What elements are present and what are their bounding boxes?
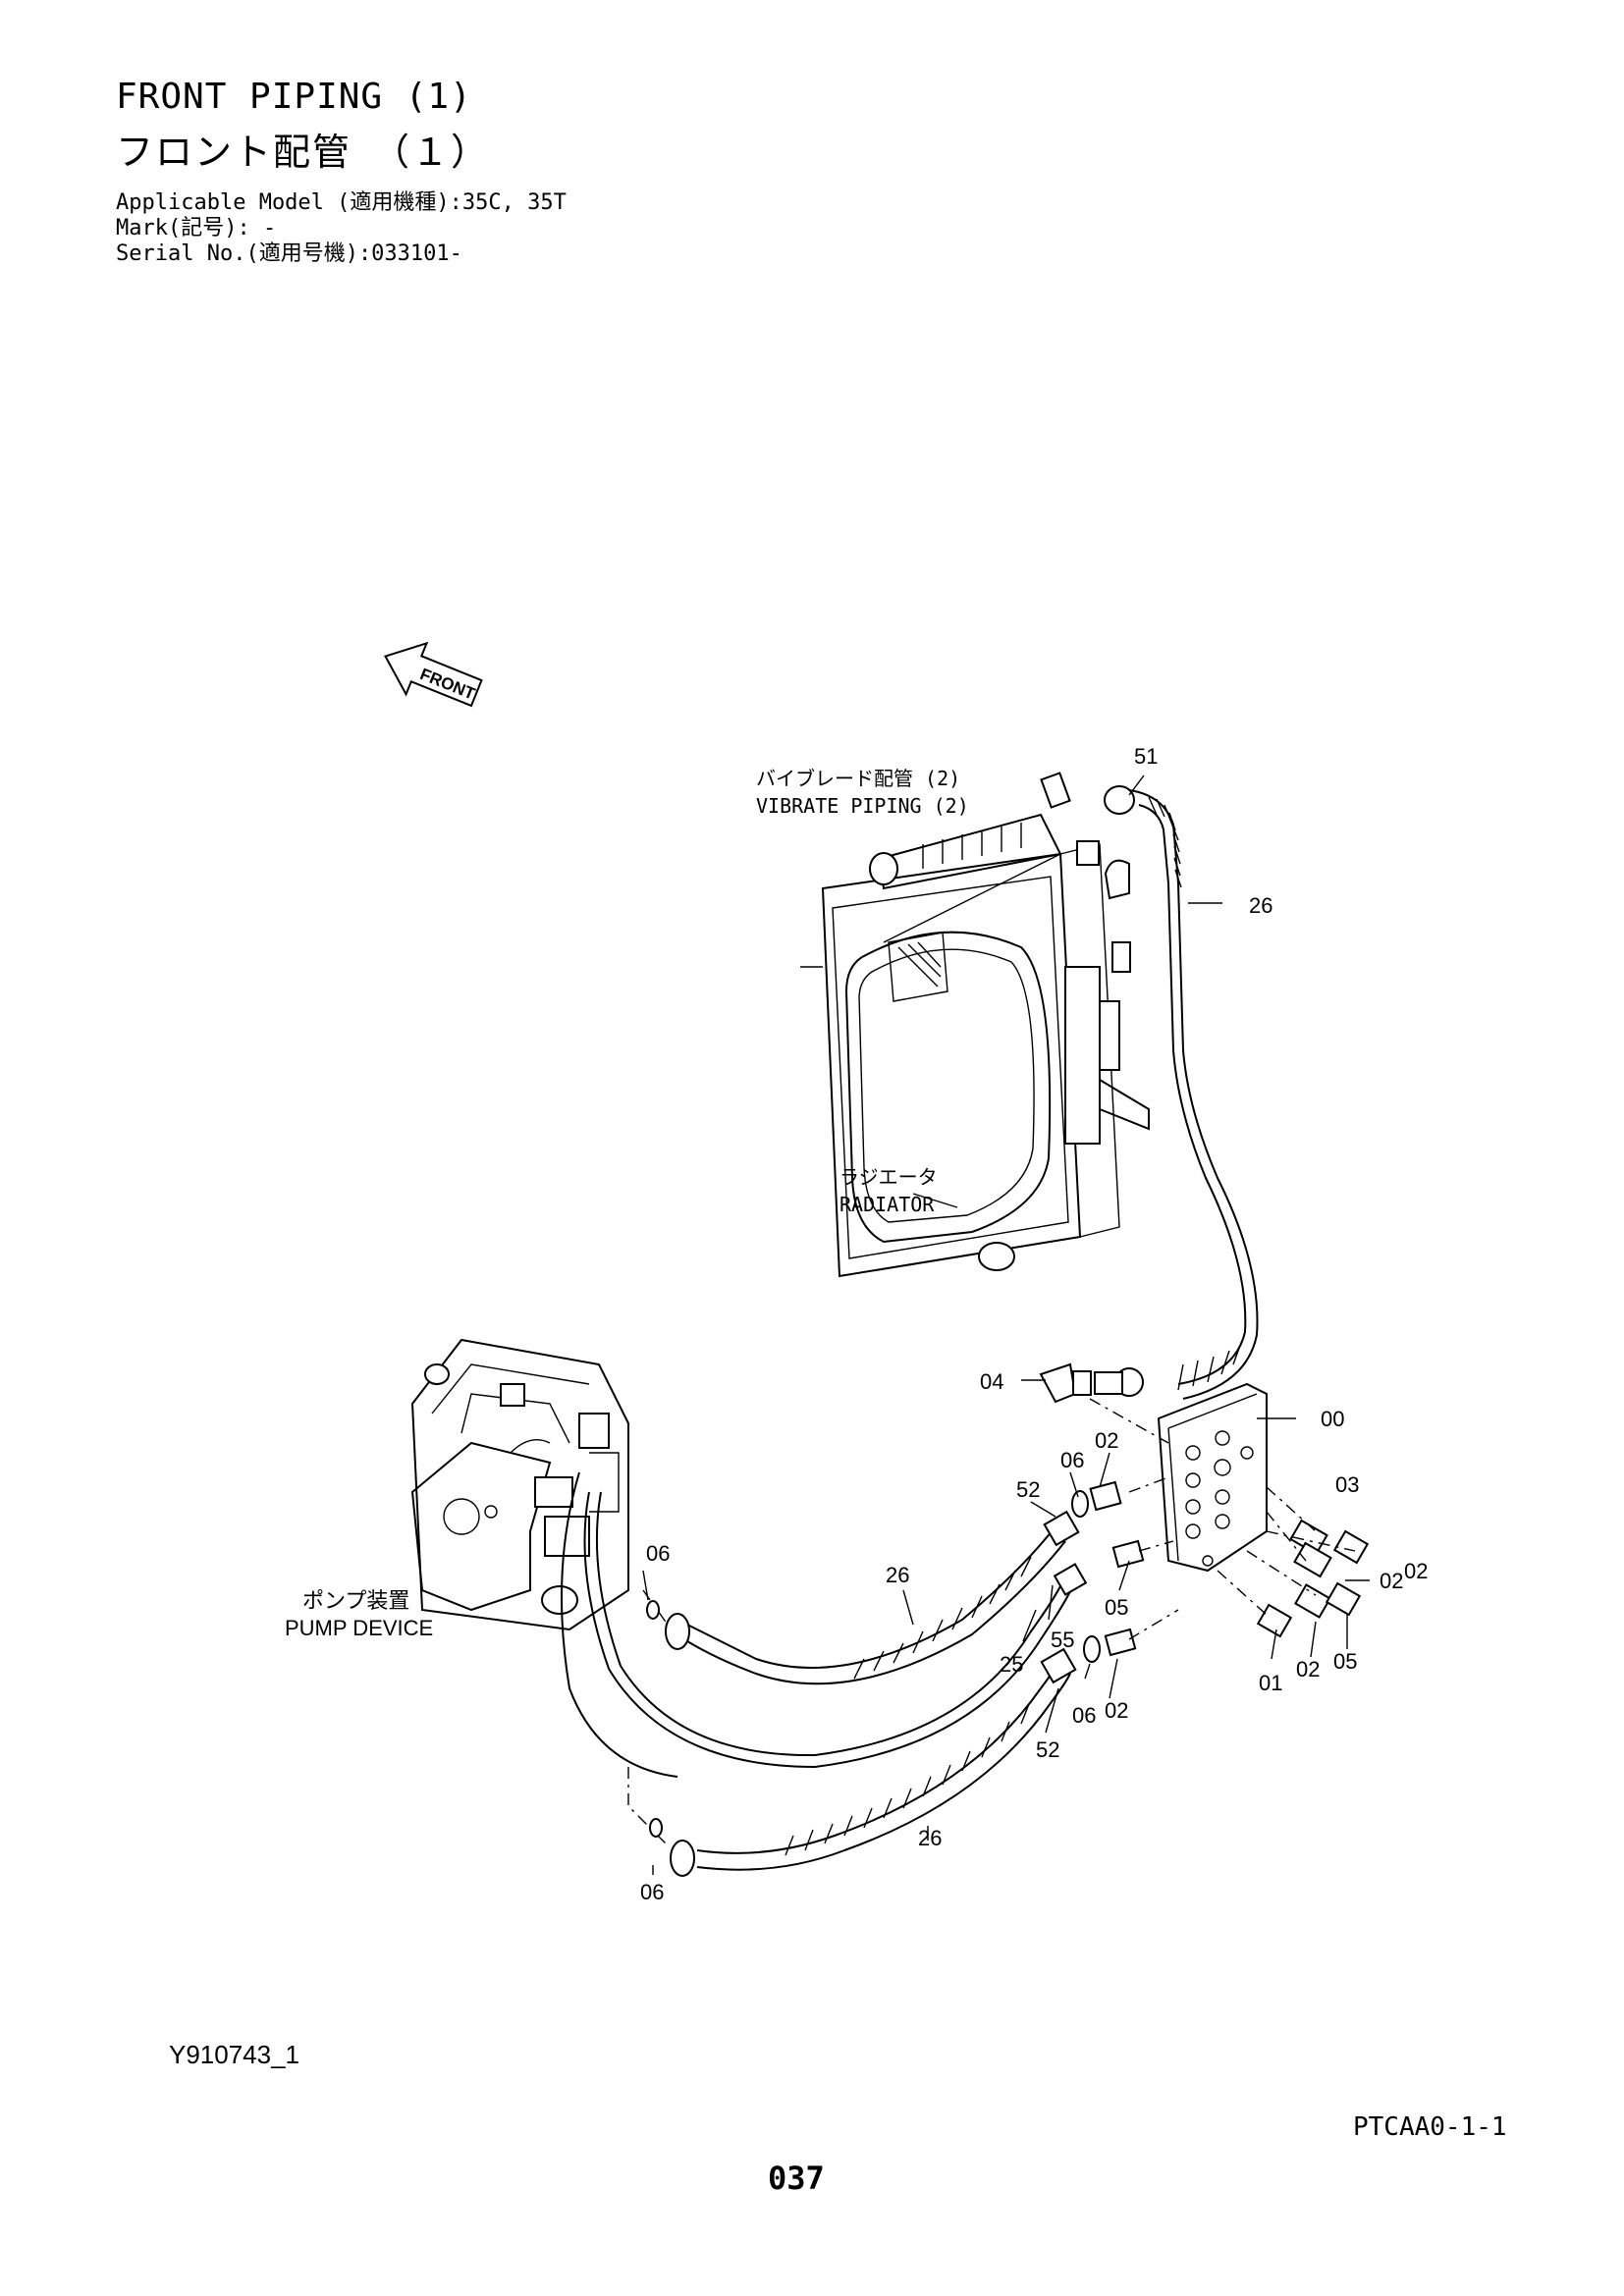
pump-device-label-jp: ポンプ装置 — [302, 1588, 409, 1613]
callout-52: 52 — [1016, 1477, 1040, 1502]
drawing-id: Y910743_1 — [169, 2040, 300, 2069]
callout-02: 02 — [1380, 1569, 1403, 1593]
callout-01: 01 — [1259, 1671, 1282, 1695]
vibrate-piping-label-jp: バイブレード配管 (2) — [756, 767, 960, 790]
radiator-label-jp: ラジエータ — [839, 1165, 938, 1189]
callout-03: 03 — [1335, 1472, 1359, 1497]
callout-04: 04 — [980, 1369, 1003, 1394]
callout-06: 06 — [1060, 1448, 1084, 1472]
hoses-to-pump — [561, 1471, 1088, 1877]
callout-02: 02 — [1404, 1559, 1428, 1583]
radiator-top-fittings — [1040, 772, 1131, 973]
mark: Mark(記号): - — [116, 216, 277, 240]
front-arrow-icon: FRONT — [384, 641, 483, 708]
callout-05: 05 — [1105, 1595, 1128, 1620]
callout-06: 06 — [640, 1880, 664, 1904]
callout-06: 06 — [1072, 1703, 1096, 1728]
callout-02: 02 — [1105, 1698, 1128, 1723]
callout-06: 06 — [646, 1541, 670, 1566]
callout-05: 05 — [1333, 1649, 1357, 1674]
callout-26: 26 — [1249, 893, 1272, 918]
callout-55: 55 — [1051, 1628, 1074, 1652]
callout-52: 52 — [1036, 1737, 1059, 1762]
radiator-label-en: RADIATOR — [839, 1193, 935, 1216]
callout-26: 26 — [886, 1563, 909, 1587]
vibrate-piping-label-en: VIBRATE PIPING (2) — [756, 794, 969, 818]
page-title-japanese: フロント配管 （１） — [116, 131, 491, 174]
radiator-drawing — [800, 772, 1150, 1278]
callout-51: 51 — [1134, 744, 1158, 769]
page-title-english: FRONT PIPING (1) — [116, 77, 472, 117]
callout-25: 25 — [1000, 1652, 1023, 1677]
manifold-fittings — [1071, 1398, 1370, 1663]
manifold-block — [1157, 1382, 1268, 1573]
pump-device-label-en: PUMP DEVICE — [285, 1616, 433, 1640]
leader-lines — [642, 774, 1370, 1875]
hose-26-upper — [1104, 785, 1259, 1400]
callout-02: 02 — [1296, 1657, 1320, 1682]
applicable-model: Applicable Model (適用機種):35C, 35T — [116, 190, 567, 215]
page-reference: PTCAA0-1-1 — [1353, 2112, 1507, 2142]
callout-00: 00 — [1321, 1407, 1344, 1431]
pump-device-drawing — [410, 1338, 629, 1631]
fitting-04 — [1039, 1362, 1144, 1404]
callout-02: 02 — [1095, 1428, 1118, 1453]
serial-number: Serial No.(適用号機):033101- — [116, 241, 462, 266]
callout-26: 26 — [918, 1826, 942, 1850]
page-number: 037 — [768, 2160, 825, 2197]
